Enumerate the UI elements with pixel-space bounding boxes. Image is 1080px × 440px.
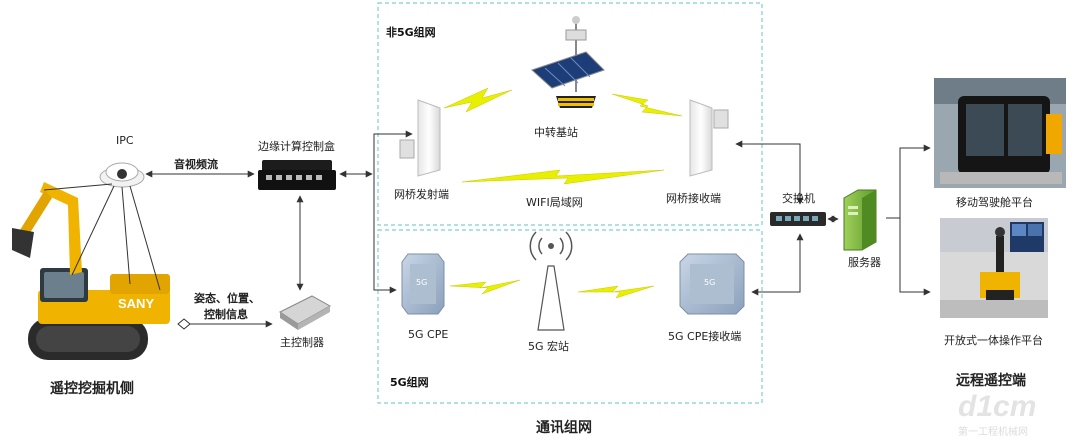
watermark-logo: d1cm: [958, 390, 1037, 423]
server-tower: [843, 189, 877, 251]
edge-computing-box: [258, 160, 336, 190]
non5g-group-title: 非5G组网: [386, 26, 436, 39]
macro-station-label: 5G 宏站: [528, 340, 570, 353]
ipc-camera: [99, 162, 145, 188]
cpe-badge: 5G: [416, 278, 428, 287]
mobile-cockpit-photo: [934, 78, 1066, 188]
relay-station: [531, 16, 605, 108]
av-stream-label: 音视频流: [174, 158, 218, 171]
switch-label: 交换机: [782, 192, 815, 205]
non5g-group-box: [377, 2, 763, 226]
macro-station: [529, 231, 573, 331]
cpe-label: 5G CPE: [408, 328, 449, 341]
cpe-rx-badge: 5G: [704, 278, 716, 287]
watermark-subtitle: 第一工程机械网: [958, 427, 1028, 438]
comm-network-title: 通讯组网: [536, 420, 592, 436]
pose-diamond: [177, 318, 191, 330]
cpe-rx-device: [679, 253, 745, 315]
g5-group-box: [377, 229, 763, 404]
lightning-bolts: [443, 87, 683, 299]
network-switch: [770, 212, 826, 226]
remote-side-title: 远程遥控端: [956, 373, 1026, 389]
cpe-rx-label: 5G CPE接收端: [668, 330, 742, 343]
cpe-device: [401, 253, 445, 315]
bridge-rx-label: 网桥接收端: [666, 192, 721, 205]
wifi-lan-label: WIFI局域网: [526, 196, 583, 209]
integrated-platform-photo: [940, 218, 1048, 318]
relay-station-label: 中转基站: [534, 126, 578, 139]
excavator-side-title: 遥控挖掘机侧: [50, 381, 134, 397]
bridge-tx-label: 网桥发射端: [394, 188, 449, 201]
bridge-tx-panel: [399, 99, 441, 177]
main-controller-label: 主控制器: [280, 336, 324, 349]
main-controller-device: [279, 295, 332, 330]
pose-label-line1: 姿态、位置、: [194, 292, 260, 305]
server-label: 服务器: [848, 256, 881, 269]
pose-label-line2: 控制信息: [204, 308, 248, 321]
integrated-platform-label: 开放式一体操作平台: [944, 334, 1043, 347]
g5-group-title: 5G组网: [390, 376, 429, 389]
bridge-rx-panel: [689, 99, 729, 177]
mobile-cockpit-label: 移动驾驶舱平台: [956, 196, 1033, 209]
excavator-illustration: [12, 182, 170, 360]
ipc-label: IPC: [116, 134, 134, 147]
edge-box-label: 边缘计算控制盒: [258, 140, 335, 153]
excavator-brand: SANY: [118, 296, 155, 311]
